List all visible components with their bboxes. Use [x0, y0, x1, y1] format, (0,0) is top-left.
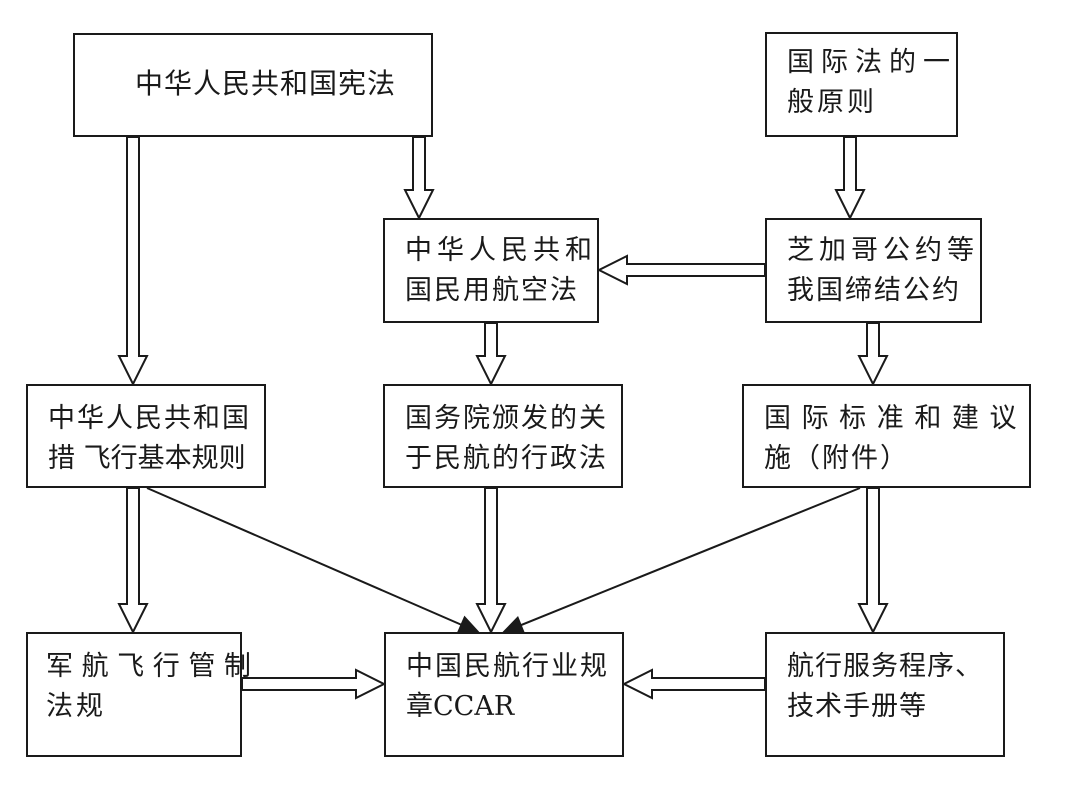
- node-constitution: 中华人民共和国宪法: [73, 33, 433, 137]
- node-procedures-line-1: 航行服务程序、: [787, 651, 983, 682]
- node-state-council-regs: 国务院颁发的关 于民航的行政法: [383, 384, 623, 488]
- node-constitution-label: 中华人民共和国宪法: [135, 67, 397, 100]
- node-intl-standards-line-2: 施（附件）: [764, 443, 909, 474]
- edge-chicago-convention-to-intl-standards: [857, 322, 889, 387]
- node-intl-principles-line-1: 国际法的一: [787, 47, 957, 78]
- edge-constitution-to-civil-aviation-law: [403, 136, 435, 221]
- edge-military-regs-to-ccar: [241, 668, 387, 700]
- node-procedures: 航行服务程序、 技术手册等: [765, 632, 1005, 757]
- edge-civil-aviation-law-to-state-council-regs: [475, 322, 507, 387]
- node-intl-standards-line-1: 国 际 标 准 和 建 议: [764, 403, 1018, 434]
- edge-flight-rules-to-military-regs: [117, 487, 149, 635]
- node-procedures-line-2: 技术手册等: [787, 691, 927, 722]
- edge-flight-rules-to-ccar: [146, 487, 481, 634]
- node-chicago-convention-line-2: 我国缔结公约: [787, 275, 961, 306]
- node-military-regs-line-1: 军 航 飞 行 管 制: [46, 651, 251, 682]
- node-ccar-line-2: 章CCAR: [406, 691, 515, 722]
- node-flight-rules-line-2: 措 飞行基本规则: [48, 443, 246, 474]
- node-intl-principles: 国际法的一 般原则: [765, 32, 958, 137]
- node-civil-aviation-law-line-1: 中华人民共和: [405, 235, 597, 266]
- node-ccar-line-1: 中国民航行业规: [406, 651, 609, 682]
- node-intl-standards: 国 际 标 准 和 建 议 施（附件）: [742, 384, 1031, 488]
- edge-procedures-to-ccar: [621, 668, 766, 700]
- edge-intl-standards-to-procedures: [857, 487, 889, 635]
- node-flight-rules-line-1: 中华人民共和国: [48, 403, 251, 434]
- node-civil-aviation-law: 中华人民共和 国民用航空法: [383, 218, 599, 323]
- edge-state-council-regs-to-ccar: [475, 487, 507, 635]
- edge-constitution-to-flight-rules: [117, 136, 149, 387]
- node-military-regs: 军 航 飞 行 管 制 法规: [26, 632, 251, 757]
- edge-intl-principles-to-chicago-convention: [834, 136, 866, 221]
- node-chicago-convention-line-1: 芝加哥公约等: [787, 235, 979, 266]
- node-state-council-regs-line-2: 于民航的行政法: [405, 443, 608, 474]
- node-civil-aviation-law-line-2: 国民用航空法: [405, 275, 579, 306]
- node-state-council-regs-line-1: 国务院颁发的关: [405, 403, 608, 434]
- node-chicago-convention: 芝加哥公约等 我国缔结公约: [765, 218, 982, 323]
- node-ccar: 中国民航行业规 章CCAR: [384, 632, 624, 757]
- node-intl-principles-line-2: 般原则: [787, 87, 877, 118]
- node-flight-rules: 中华人民共和国 措 飞行基本规则: [26, 384, 266, 488]
- node-military-regs-line-2: 法规: [46, 691, 106, 722]
- edge-chicago-convention-to-civil-aviation-law: [596, 254, 766, 286]
- edge-intl-standards-to-ccar: [501, 487, 861, 634]
